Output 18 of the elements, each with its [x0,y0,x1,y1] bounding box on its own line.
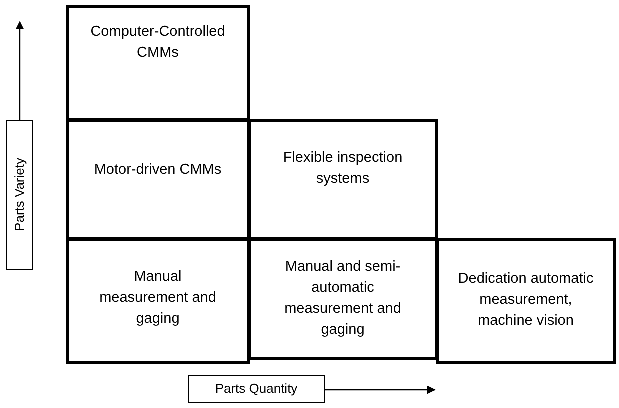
category-box [248,238,438,360]
category-label: Motor-driven CMMs [94,161,222,180]
category-box [436,238,616,364]
category-label: Manual and semi-automatic measurement and gaging [284,258,402,340]
arrow [325,386,436,394]
category-box [66,238,250,364]
category-label: Flexible inspection systems [282,149,404,190]
axis-label-box [6,120,33,270]
category-box [66,119,250,240]
category-box [66,5,250,121]
category-label: Manual measurement and gaging [98,268,218,330]
category-box [248,119,438,240]
category-label: Dedication automatic measurement, machine vision [457,270,595,332]
axis-label: Parts Variety [10,158,28,232]
arrow [16,21,24,120]
axis-label: Parts Quantity [215,380,298,398]
category-label: Computer-Controlled CMMs [90,23,226,64]
axis-label-box [188,375,325,403]
